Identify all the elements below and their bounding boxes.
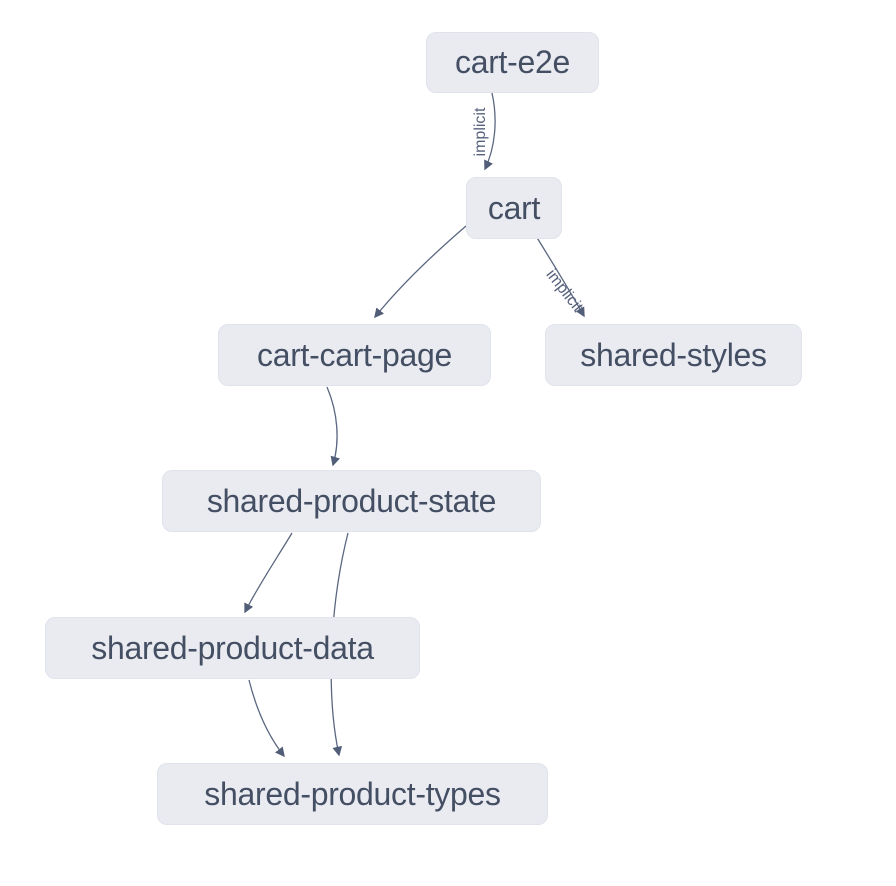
edge-cart-cart-page-to-shared-product-state <box>326 386 340 467</box>
edge-label-implicit: implicit <box>542 266 586 315</box>
edge-cart-e2e-to-cart <box>484 92 496 171</box>
edge-shared-product-state-to-shared-product-data <box>244 532 293 614</box>
graph-node-shared-styles[interactable]: shared-styles <box>545 324 802 386</box>
edge-label-implicit: implicit <box>472 107 489 156</box>
edge-cart-to-cart-cart-page <box>374 225 467 319</box>
graph-node-cart-cart-page[interactable]: cart-cart-page <box>218 324 491 386</box>
graph-node-cart-e2e[interactable]: cart-e2e <box>426 32 599 93</box>
edge-shared-product-data-to-shared-product-types <box>248 679 285 758</box>
graph-node-shared-product-types[interactable]: shared-product-types <box>157 763 548 825</box>
graph-node-shared-product-state[interactable]: shared-product-state <box>162 470 541 532</box>
edge-cart-to-shared-styles <box>535 235 585 318</box>
graph-node-cart[interactable]: cart <box>466 177 562 239</box>
graph-node-shared-product-data[interactable]: shared-product-data <box>45 617 420 679</box>
